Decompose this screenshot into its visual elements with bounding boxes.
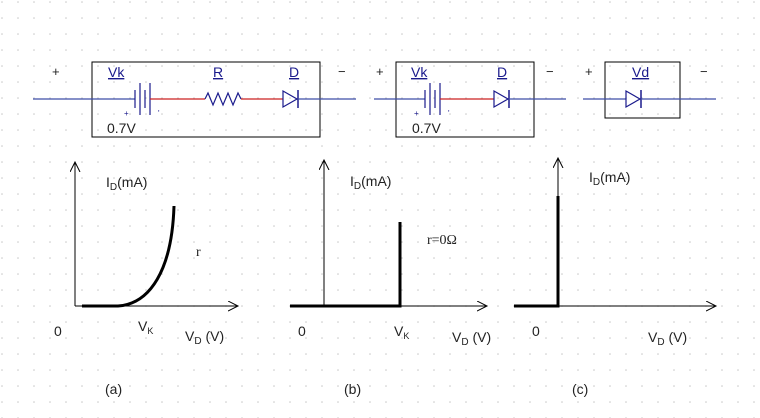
- circuit-c: + − Vd: [583, 61, 716, 119]
- battery-icon: + ': [124, 83, 160, 118]
- svg-text:': ': [158, 109, 160, 118]
- origin-label: 0: [298, 323, 306, 339]
- voltage-label: 0.7V: [412, 120, 441, 136]
- voltage-label: 0.7V: [107, 120, 136, 136]
- svg-text:+: +: [414, 109, 419, 118]
- graph-a: ID(mA) VD (V) 0 VK r (a): [54, 162, 238, 397]
- diode-label: D: [289, 64, 299, 80]
- knee-voltage-label: VK: [138, 318, 153, 336]
- graph-c: ID(mA) VD (V) 0 (c): [514, 158, 716, 397]
- x-axis-label: VD (V): [648, 329, 687, 348]
- graph-b: ID(mA) VD (V) 0 VK r=0Ω (b): [290, 160, 491, 397]
- circuit-c-minus: −: [700, 64, 708, 79]
- x-axis-label: VD (V): [185, 328, 224, 347]
- caption-c: (c): [572, 381, 588, 397]
- circuit-a: + − + ' Vk R D 0.7V: [33, 61, 356, 138]
- y-axis-label: ID(mA): [106, 174, 147, 193]
- svg-text:': ': [448, 109, 450, 118]
- origin-label: 0: [532, 323, 540, 339]
- origin-label: 0: [54, 323, 62, 339]
- caption-b: (b): [344, 381, 361, 397]
- diode-label: D: [497, 64, 507, 80]
- resistance-annotation: r: [196, 245, 201, 260]
- caption-a: (a): [105, 381, 122, 397]
- x-axis-label: VD (V): [452, 329, 491, 348]
- diode-label: Vd: [632, 64, 649, 80]
- iv-curve: [514, 196, 560, 308]
- iv-curve: [290, 222, 402, 308]
- circuit-b-minus: −: [546, 64, 554, 79]
- y-axis-label: ID(mA): [350, 173, 391, 192]
- y-axis-label: ID(mA): [589, 169, 630, 188]
- resistor-label: R: [213, 64, 223, 80]
- svg-text:+: +: [124, 109, 129, 118]
- circuit-c-box: [604, 61, 681, 119]
- resistor-icon: [204, 91, 242, 107]
- knee-voltage-label: VK: [394, 323, 409, 341]
- circuit-a-plus: +: [52, 64, 60, 79]
- resistance-annotation: r=0Ω: [427, 233, 457, 248]
- battery-label: Vk: [108, 64, 125, 80]
- battery-label: Vk: [411, 64, 428, 80]
- iv-curve: [82, 205, 176, 308]
- circuit-a-minus: −: [338, 64, 346, 79]
- circuit-c-plus: +: [585, 64, 593, 79]
- circuit-b: + − + ' Vk D 0.7V: [374, 61, 566, 138]
- circuit-b-plus: +: [376, 64, 384, 79]
